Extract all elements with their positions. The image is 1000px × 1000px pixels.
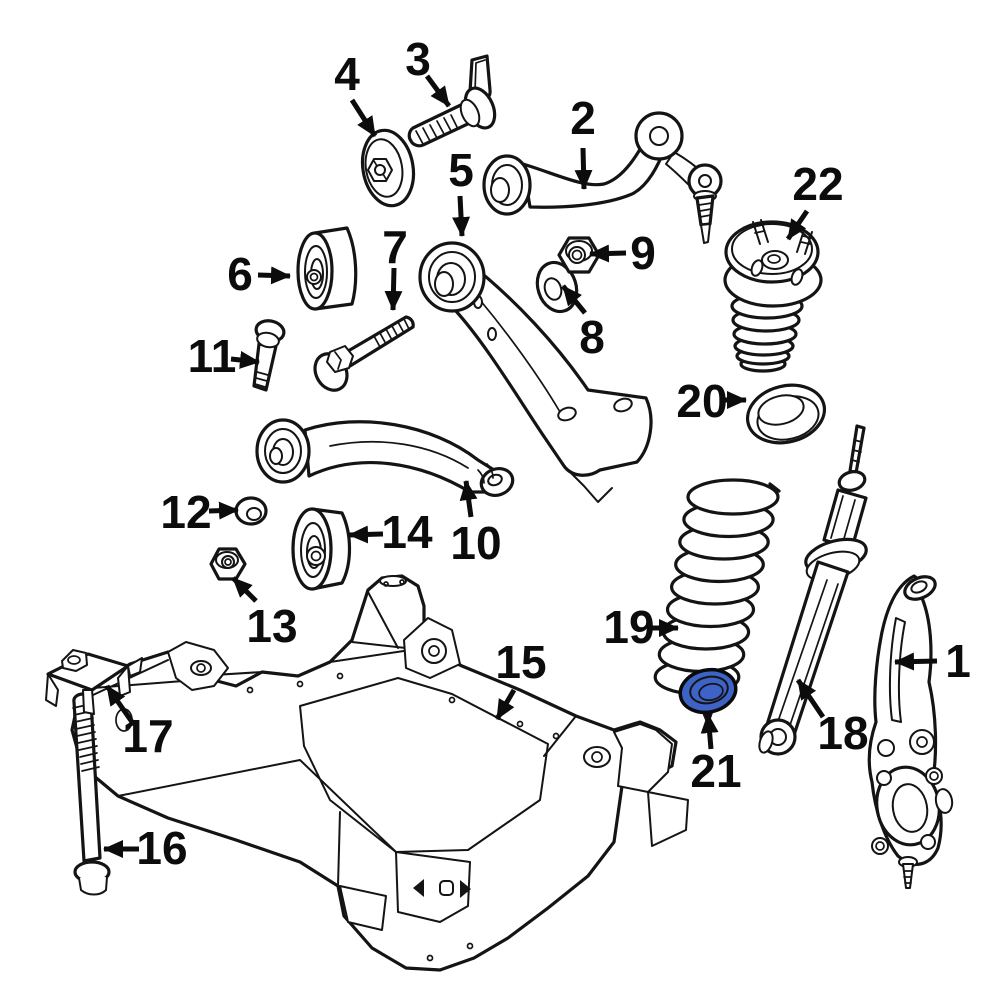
callout-16-crossmember-bolt: 16 [103, 822, 188, 874]
callout-12-cap: 12 [160, 486, 239, 538]
callout-arrow-10 [459, 480, 478, 518]
callout-label-5: 5 [448, 144, 474, 196]
callout-label-6: 6 [227, 248, 253, 300]
part-11-bolt [252, 319, 286, 392]
part-10-rear-lower-control-arm [255, 418, 515, 497]
callout-4-camber-washer: 4 [334, 48, 378, 138]
part-14-control-arm-bushing [291, 507, 352, 591]
callout-arrow-8 [561, 284, 587, 315]
callout-label-20: 20 [676, 375, 727, 427]
part-22-strut-mount [723, 219, 823, 373]
callout-arrow-15 [494, 688, 517, 721]
callout-arrow-6 [257, 266, 291, 285]
callout-14-control-arm-bushing: 14 [348, 506, 433, 558]
callout-1-steering-knuckle: 1 [894, 635, 971, 687]
callout-arrow-4 [349, 98, 378, 138]
callout-arrow-13 [231, 576, 258, 603]
part-15-suspension-crossmember [70, 574, 689, 972]
callout-label-17: 17 [122, 710, 173, 762]
callout-arrow-11 [230, 351, 260, 369]
callout-label-7: 7 [382, 221, 408, 273]
callout-8-washer: 8 [561, 284, 605, 363]
callout-label-14: 14 [381, 506, 433, 558]
part-18-shock-absorber [758, 424, 868, 756]
callout-2-upper-control-arm: 2 [570, 92, 596, 190]
callout-20-upper-spring-seat: 20 [676, 375, 747, 427]
callout-17-retainer-clamp: 17 [104, 684, 174, 762]
part-3-camber-bolt [407, 54, 497, 148]
part-19-coil-spring [653, 478, 781, 696]
callout-11-bolt: 11 [188, 330, 260, 382]
callout-arrow-1 [894, 652, 938, 671]
callout-arrow-5 [452, 195, 471, 237]
part-13-nut [209, 547, 247, 581]
callout-18-shock-absorber: 18 [795, 678, 869, 759]
callout-label-18: 18 [817, 707, 868, 759]
callout-7-bolt: 7 [382, 221, 408, 311]
callout-arrow-14 [348, 525, 384, 544]
callout-arrow-17 [104, 684, 135, 724]
callout-label-2: 2 [570, 92, 596, 144]
callout-label-9: 9 [630, 227, 656, 279]
callout-label-4: 4 [334, 48, 360, 100]
callout-15-suspension-crossmember: 15 [494, 636, 547, 721]
callout-label-1: 1 [945, 635, 971, 687]
callout-6-control-arm-bushing: 6 [227, 248, 291, 300]
callout-22-strut-mount: 22 [785, 158, 844, 241]
callout-label-22: 22 [792, 158, 843, 210]
callout-arrow-2 [574, 147, 593, 190]
callout-13-nut: 13 [231, 576, 298, 652]
callout-arrow-18 [795, 678, 826, 719]
callout-5-front-lower-control-arm: 5 [448, 144, 474, 237]
callout-label-19: 19 [603, 601, 654, 653]
callout-arrow-22 [785, 209, 810, 241]
callout-3-camber-bolt: 3 [405, 33, 452, 108]
callout-arrow-12 [208, 501, 239, 520]
callout-10-rear-lower-control-arm: 10 [450, 480, 502, 569]
callout-label-21: 21 [690, 745, 741, 797]
callout-label-10: 10 [450, 517, 501, 569]
callout-arrow-9 [589, 244, 627, 263]
part-2-upper-control-arm [482, 111, 723, 244]
callout-arrow-21 [700, 713, 719, 750]
callout-label-3: 3 [405, 33, 431, 85]
callout-arrow-3 [424, 74, 452, 108]
part-6-control-arm-bushing [296, 226, 358, 311]
part-5-front-lower-control-arm [418, 241, 653, 503]
callout-9-nut: 9 [589, 227, 656, 279]
callout-label-16: 16 [136, 822, 187, 874]
callout-arrow-7 [384, 267, 403, 311]
callout-label-12: 12 [160, 486, 211, 538]
part-12-cap [234, 496, 268, 526]
part-4-camber-washer [360, 128, 416, 208]
part-17-retainer-clamp [45, 649, 143, 715]
part-7-bolt [313, 315, 415, 392]
part-1-steering-knuckle [867, 574, 954, 889]
callout-label-8: 8 [579, 311, 605, 363]
callout-label-11: 11 [188, 330, 237, 382]
part-20-upper-spring-seat [745, 383, 827, 445]
callout-label-15: 15 [495, 636, 546, 688]
callout-19-coil-spring: 19 [603, 601, 679, 653]
callout-21-lower-spring-seat-highlighted: 21 [690, 713, 742, 797]
callout-label-13: 13 [246, 600, 297, 652]
